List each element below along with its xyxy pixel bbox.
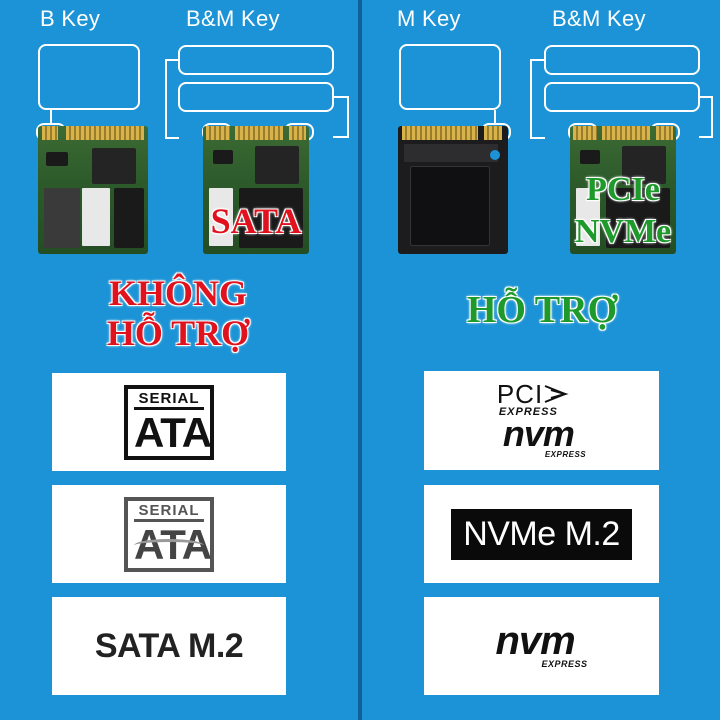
bm-key-label-left: B&M Key [186,6,280,31]
nvme-m2-logo-card: NVMe M.2 [424,485,659,583]
pci-express-text: EXPRESS [498,406,558,418]
serial-ata-logo-top: SERIAL [134,390,204,410]
bm-key-ssd-board-left [203,126,309,254]
b-key-label: B Key [40,6,101,31]
nvm-logo-word-2: nvm [495,619,575,663]
bm-key-outline-bottom-right [544,82,700,112]
bm-key-ssd-board-right [570,126,676,254]
m-key-label: M Key [397,6,461,31]
serial-ata-gray-logo-card: SERIAL ATA [52,485,286,583]
sata-m2-text: SATA M.2 [94,626,244,665]
nvm-express-subtext: EXPRESS [544,450,587,459]
bm-key-connector-left-b [333,96,349,138]
center-divider [358,0,362,720]
pci-express-nvm-logo-card: PCI EXPRESS nvm EXPRESS [424,371,659,470]
bm-key-connector-right-a [530,59,545,139]
bm-key-outline-bottom-left [178,82,334,112]
serial-ata-logo-main: ATA [134,408,212,456]
serial-ata-gray-logo: SERIAL ATA [124,496,214,572]
supported-text: HỖ TRỢ [466,289,618,331]
bm-key-connector-left-a [165,59,179,139]
m-key-outline [399,44,501,110]
b-key-outline [38,44,140,110]
bm-key-label-right: B&M Key [552,6,646,31]
bm-key-outline-top-right [544,45,700,75]
serial-ata-logo-card: SERIAL ATA [52,373,286,471]
pci-arrow-icon [544,385,569,403]
pci-logo-text: PCI [496,379,544,409]
m-key-connector [494,110,496,124]
nvm-express-subtext-2: EXPRESS [541,659,588,669]
b-key-connector [50,110,52,124]
nvm-logo-word: nvm [502,413,575,454]
nvm-express-logo-card: nvm EXPRESS [424,597,659,695]
serial-ata-logo: SERIAL ATA [124,384,214,460]
sata-overlay-text: SATA [210,201,302,241]
bm-key-connector-right-b [699,96,713,138]
pci-express-nvm-logo: PCI EXPRESS nvm EXPRESS [496,379,587,459]
not-supported-line2: HỖ TRỢ [106,313,250,353]
sata-m2-logo-card: SATA M.2 [52,597,286,695]
bm-key-outline-top-left [178,45,334,75]
not-supported-line1: KHÔNG [108,273,247,313]
nvme-overlay-text: NVMe [574,213,672,250]
nvme-m2-text: NVMe M.2 [451,508,632,560]
nvm-express-logo: nvm EXPRESS [495,619,588,669]
serial-ata-gray-logo-top: SERIAL [134,502,204,522]
pcie-overlay-text: PCIe [586,171,660,208]
b-key-ssd-board [38,126,148,254]
m-key-ssd-board [398,126,508,254]
